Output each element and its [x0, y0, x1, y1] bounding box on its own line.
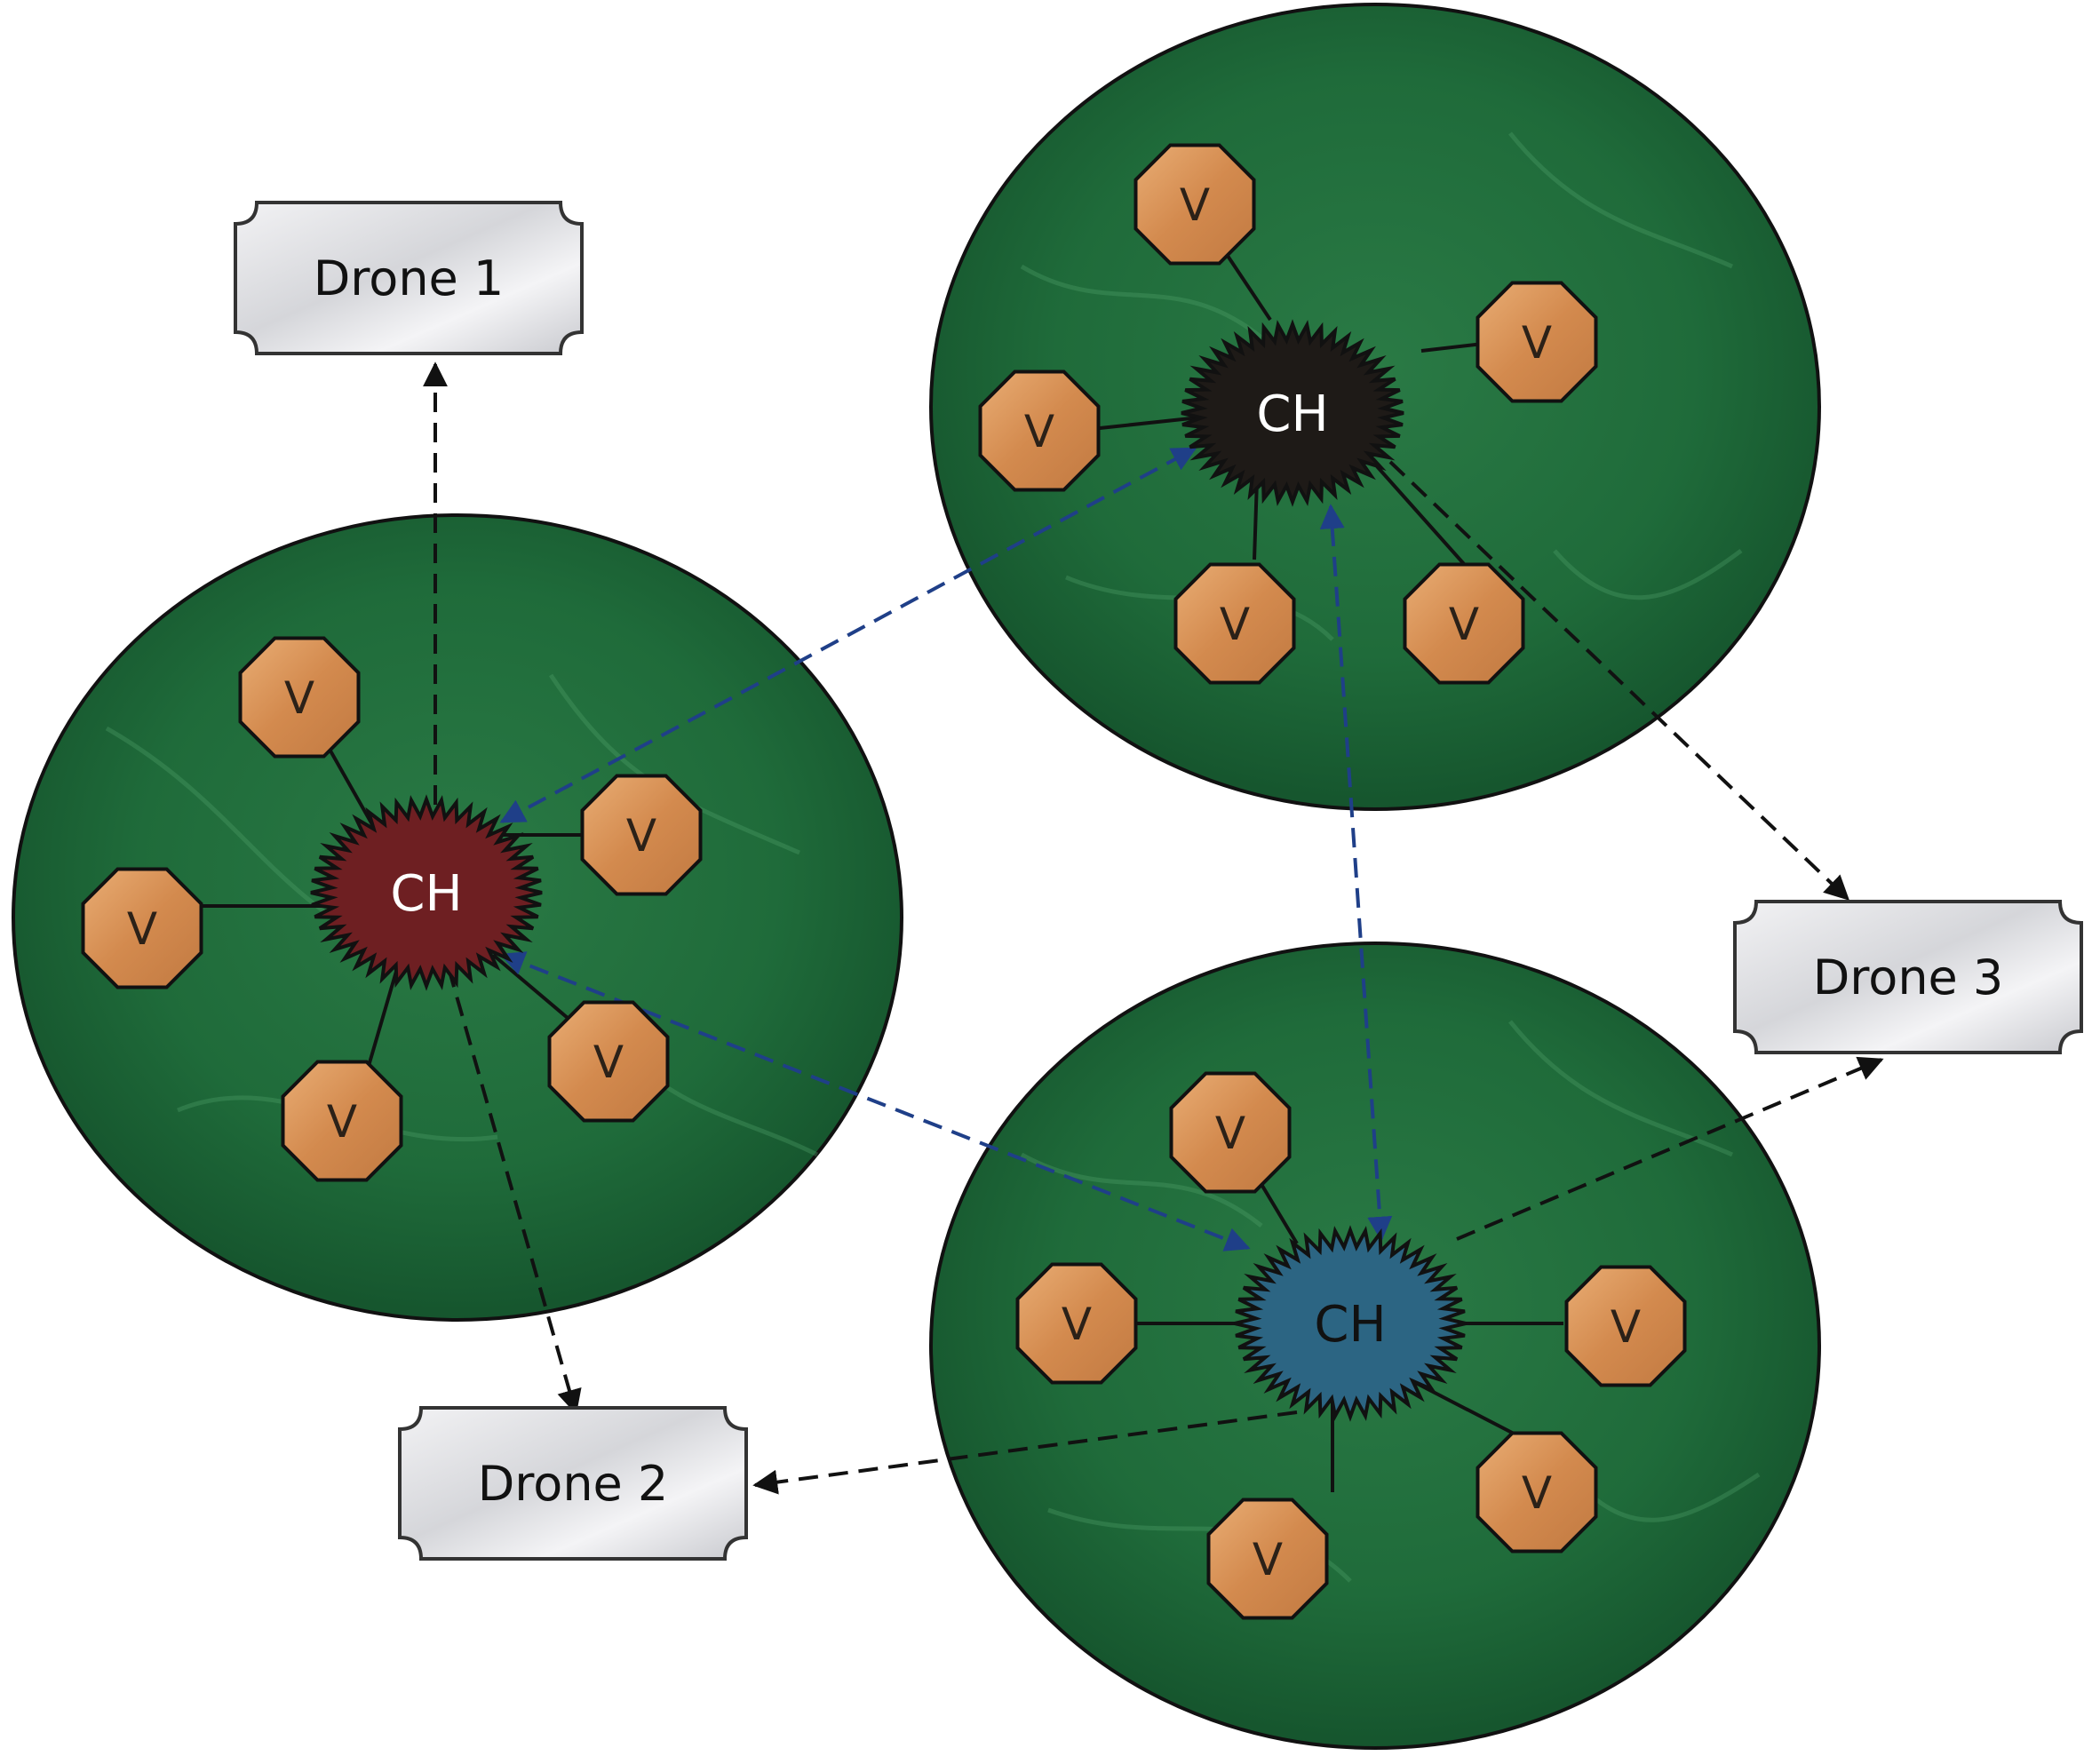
- octagon-icon: [1015, 1262, 1138, 1385]
- drone-3-box: [1733, 900, 2083, 1054]
- vehicle-node: V: [1403, 562, 1525, 685]
- octagon-icon: [1476, 281, 1598, 403]
- cluster-head-top-icon: [1181, 319, 1404, 507]
- vehicle-label: V: [593, 1037, 624, 1088]
- vehicle-label: V: [626, 810, 656, 862]
- octagon-icon: [978, 369, 1101, 492]
- vehicle-label: V: [1220, 599, 1250, 650]
- link-bottom-ch-to-drone3: [1456, 1056, 1884, 1241]
- vehicles-bottom: V V V V V: [1015, 1071, 1687, 1620]
- octagon-icon: [1206, 1498, 1329, 1620]
- vehicle-label: V: [127, 903, 157, 955]
- cluster-head-top-label: CH: [1256, 385, 1328, 443]
- vehicle-node: V: [1476, 281, 1598, 403]
- vehicle-label: V: [1253, 1534, 1283, 1585]
- link-left-ch-top-ch: [499, 447, 1197, 823]
- octagon-icon: [1564, 1265, 1687, 1387]
- drone-2: Drone 2: [398, 1406, 748, 1561]
- octagon-icon: [281, 1060, 403, 1182]
- vehicle-node: V: [281, 1060, 403, 1182]
- octagon-icon: [1173, 562, 1296, 685]
- vehicle-label: V: [1062, 1299, 1092, 1350]
- cluster-head-left: CH: [310, 794, 543, 991]
- vehicle-label: V: [1611, 1301, 1641, 1353]
- link-bottom-ch-top-ch: [1319, 504, 1393, 1242]
- vehicle-node: V: [1015, 1262, 1138, 1385]
- vehicle-node: V: [81, 867, 203, 989]
- vehicle-node: V: [1564, 1265, 1687, 1387]
- link-left-ch-to-drone2: [447, 967, 582, 1415]
- vehicle-label: V: [327, 1096, 357, 1148]
- link-top-ch-to-drone3: [1388, 460, 1850, 901]
- vehicle-node: V: [547, 1000, 670, 1123]
- drone-links: [423, 362, 1884, 1495]
- cluster-head-left-label: CH: [390, 865, 462, 923]
- cluster-head-bottom-label: CH: [1314, 1296, 1386, 1354]
- vehicle-label: V: [1215, 1108, 1245, 1159]
- octagon-icon: [1403, 562, 1525, 685]
- cluster-head-top: CH: [1181, 319, 1404, 507]
- drone-2-label: Drone 2: [478, 1456, 669, 1512]
- vehicle-node: V: [238, 636, 361, 759]
- vehicles-top: V V V V V: [978, 143, 1598, 685]
- vehicle-label: V: [1522, 317, 1552, 369]
- vehicle-node: V: [1133, 143, 1256, 266]
- vehicle-node: V: [1476, 1431, 1598, 1553]
- octagon-icon: [1169, 1071, 1292, 1194]
- octagon-icon: [1476, 1431, 1598, 1553]
- drone-2-box: [398, 1406, 748, 1561]
- drone-1-box: [234, 201, 584, 355]
- vehicle-label: V: [1449, 599, 1479, 650]
- octagon-icon: [1133, 143, 1256, 266]
- drone-3: Drone 3: [1733, 900, 2083, 1054]
- octagon-icon: [547, 1000, 670, 1123]
- vehicle-node: V: [1173, 562, 1296, 685]
- vehicle-label: V: [1024, 406, 1054, 457]
- octagon-icon: [238, 636, 361, 759]
- vehicles-left: V V V V V: [81, 636, 703, 1182]
- cluster-head-left-icon: [310, 794, 543, 991]
- drone-3-label: Drone 3: [1813, 950, 2004, 1005]
- drone-1: Drone 1: [234, 201, 584, 355]
- cluster-head-bottom: CH: [1234, 1225, 1467, 1422]
- vehicle-label: V: [1180, 179, 1210, 231]
- vehicle-node: V: [1206, 1498, 1329, 1620]
- cluster-head-bottom-icon: [1234, 1225, 1467, 1422]
- vehicle-node: V: [580, 774, 703, 896]
- vehicle-label: V: [284, 672, 314, 724]
- vehicle-label: V: [1522, 1467, 1552, 1519]
- octagon-icon: [580, 774, 703, 896]
- link-bottom-ch-to-drone2: [752, 1410, 1298, 1495]
- vehicle-node: V: [978, 369, 1101, 492]
- octagon-icon: [81, 867, 203, 989]
- drone-1-label: Drone 1: [314, 250, 505, 306]
- vehicle-node: V: [1169, 1071, 1292, 1194]
